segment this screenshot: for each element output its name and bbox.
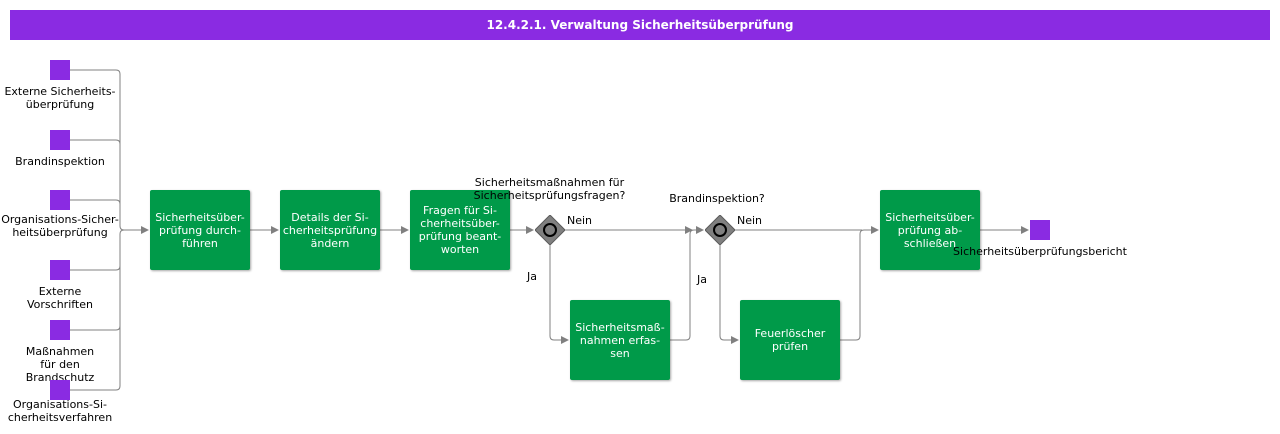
input-line-3: [70, 199, 121, 226]
task-details-aendern[interactable]: Details der Si- cherheitsprüfung ändern: [280, 190, 380, 270]
gateway-2-no-label: Nein: [737, 214, 763, 227]
gateway-1-question: Sicherheitsmaßnahmen für Sicherheitsprüf…: [473, 176, 626, 202]
input-line-1: [70, 69, 125, 231]
output-label: Sicherheitsüberprüfungsbericht: [953, 245, 1127, 258]
input-label-3: Organisations-Sicher- heitsüberprüfung: [1, 213, 119, 239]
input-label-6: Organisations-Si- cherheitsverfahren: [7, 398, 113, 424]
input-line-4: [70, 234, 121, 271]
task-massnahmen-erfassen[interactable]: Sicherheitsmaß- nahmen erfas- sen: [570, 300, 670, 380]
gateway-2-icon[interactable]: [705, 215, 735, 245]
task-feuerloescher-pruefen[interactable]: Feuerlöscher prüfen: [740, 300, 840, 380]
gateway-1-no-label: Nein: [567, 214, 593, 227]
gateway-1-yes-label: Ja: [527, 270, 537, 283]
flow-g2-yes: [719, 245, 739, 344]
input-label-1: Externe Sicherheits- überprüfung: [4, 85, 116, 111]
input-line-5: [70, 234, 121, 331]
gateway-2-question: Brandinspektion?: [669, 192, 765, 205]
task-abschliessen[interactable]: Sicherheitsüber- prüfung ab- schließen: [880, 190, 980, 270]
gateway-2-yes-label: Ja: [697, 273, 707, 286]
task-fragen-beantworten[interactable]: Fragen für Si- cherheitsüber- prüfung be…: [410, 190, 510, 270]
input-marker-2: [50, 130, 70, 150]
input-label-2: Brandinspektion: [15, 155, 105, 168]
task-durchfuehren[interactable]: Sicherheitsüber- prüfung durch- führen: [150, 190, 250, 270]
input-line-6: [70, 229, 125, 391]
input-marker-3: [50, 190, 70, 210]
output-marker: [1030, 220, 1050, 240]
gateway-1-icon[interactable]: [535, 215, 565, 245]
input-marker-4: [50, 260, 70, 280]
input-marker-1: [50, 60, 70, 80]
flow-g1-yes: [549, 245, 569, 344]
flow-t4-merge: [670, 226, 704, 341]
diagram-title: 12.4.2.1. Verwaltung Sicherheitsüberprüf…: [10, 10, 1270, 40]
input-label-5: Maßnahmen für den Brandschutz: [25, 345, 95, 384]
input-marker-5: [50, 320, 70, 340]
input-marker-6: [50, 380, 70, 400]
flow-t5-merge: [840, 226, 879, 341]
input-line-2: [70, 139, 121, 226]
input-label-4: Externe Vorschriften: [27, 285, 93, 311]
